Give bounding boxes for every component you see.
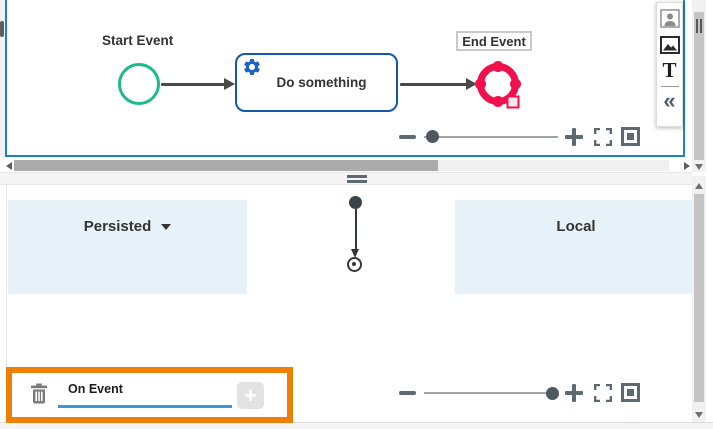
v-scroll-up-button-bottom[interactable]	[695, 183, 703, 189]
flow-source-node[interactable]	[349, 196, 362, 209]
panel-border-bottom	[5, 155, 685, 157]
panel-border-right	[683, 0, 685, 157]
flow-arrowhead-icon	[351, 249, 359, 258]
local-label: Local	[556, 218, 596, 235]
task-label: Do something	[276, 75, 367, 90]
sequence-flow-2[interactable]	[400, 76, 477, 92]
end-event-shape[interactable]	[468, 55, 528, 115]
zoom-slider-handle[interactable]	[426, 130, 439, 143]
h-scroll-right-button[interactable]	[684, 162, 690, 170]
resize-handle	[506, 95, 520, 109]
v-scroll-down-button-top[interactable]	[695, 164, 703, 170]
zoom-slider-handle-bottom[interactable]	[546, 387, 559, 400]
h-scrollbar-thumb[interactable]	[14, 160, 438, 171]
arrowhead-icon	[466, 78, 477, 90]
sequence-flow-1[interactable]	[161, 76, 235, 92]
zoom-out-button[interactable]	[399, 135, 416, 139]
left-scrollbar-thumb[interactable]	[0, 21, 4, 37]
lane-persisted: Persisted	[8, 200, 247, 294]
collapse-toolbar-button[interactable]: «	[663, 88, 676, 113]
left-scrollbar-track[interactable]	[0, 0, 5, 157]
zoom-in-button-bottom[interactable]	[565, 384, 583, 402]
flow-target-node[interactable]	[347, 257, 362, 272]
bottom-panel-left-edge	[6, 185, 7, 422]
highlight-box: +	[6, 367, 293, 423]
event-name-input[interactable]	[58, 382, 228, 398]
splitter-handle[interactable]	[347, 175, 367, 183]
v-scroll-down-button-bottom[interactable]	[695, 412, 703, 418]
toolbar-divider	[660, 86, 679, 87]
scrollbar-grip-icon	[700, 19, 702, 33]
start-event-label[interactable]: Start Event	[102, 33, 174, 48]
fit-viewport-button[interactable]	[594, 128, 612, 146]
persisted-dropdown[interactable]: Persisted	[84, 218, 172, 235]
flow-line	[161, 82, 225, 86]
scrollbar-grip-icon	[696, 19, 698, 33]
text-tool-icon[interactable]: T	[662, 58, 677, 82]
event-name-field	[58, 380, 232, 408]
bottom-window-strip	[0, 422, 713, 429]
flow-edge	[354, 209, 357, 250]
trash-icon[interactable]	[30, 383, 48, 404]
splitter[interactable]	[0, 172, 692, 185]
reset-zoom-button-bottom[interactable]	[621, 383, 640, 402]
arrowhead-icon	[224, 78, 235, 90]
zoom-out-button-bottom[interactable]	[399, 391, 416, 395]
floating-toolbar: T «	[656, 2, 683, 127]
panel-border-left	[5, 0, 7, 157]
reset-zoom-button[interactable]	[621, 127, 640, 146]
caret-down-icon	[161, 224, 172, 230]
v-scrollbar-bottom-thumb[interactable]	[694, 194, 704, 402]
h-scroll-left-button[interactable]	[6, 162, 12, 170]
persisted-label: Persisted	[83, 218, 152, 235]
add-event-button[interactable]: +	[237, 382, 264, 409]
flow-line	[400, 82, 467, 86]
task-shape[interactable]: Do something	[235, 53, 398, 112]
zoom-in-button[interactable]	[565, 128, 583, 146]
lane-local: Local	[455, 200, 697, 294]
start-event-shape[interactable]	[118, 63, 160, 105]
v-scrollbar-top-thumb[interactable]	[694, 12, 704, 160]
zoom-slider[interactable]	[424, 136, 558, 138]
portrait-icon[interactable]	[659, 9, 680, 28]
image-icon[interactable]	[659, 36, 680, 54]
fit-viewport-button-bottom[interactable]	[594, 384, 612, 402]
end-event-label[interactable]: End Event	[456, 31, 532, 51]
bpmn-canvas-panel: Start Event Do something End Event	[0, 0, 692, 157]
gear-icon	[244, 59, 260, 75]
zoom-slider-bottom[interactable]	[424, 392, 552, 394]
plus-icon: +	[244, 382, 257, 408]
